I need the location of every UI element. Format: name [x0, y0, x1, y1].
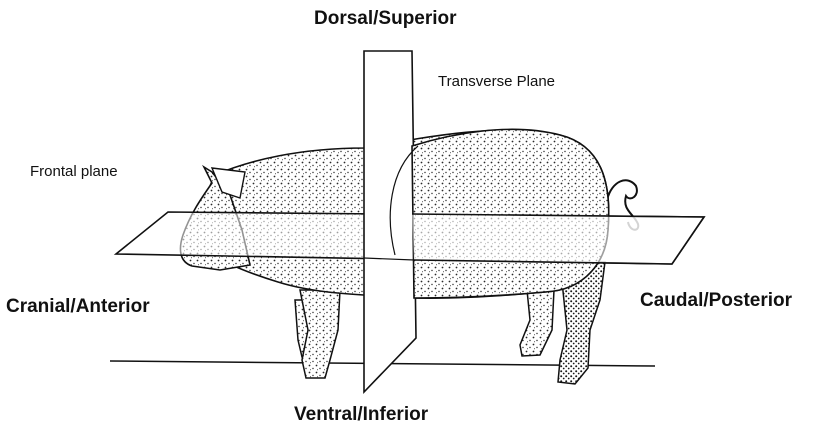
label-dorsal-superior: Dorsal/Superior	[314, 8, 457, 30]
label-cranial-anterior: Cranial/Anterior	[6, 296, 150, 318]
label-transverse-plane: Transverse Plane	[438, 73, 555, 90]
label-caudal-posterior: Caudal/Posterior	[640, 290, 792, 312]
frontal-plane-front-edge	[412, 214, 704, 264]
label-ventral-inferior: Ventral/Inferior	[294, 404, 428, 426]
label-frontal-plane: Frontal plane	[30, 163, 118, 180]
